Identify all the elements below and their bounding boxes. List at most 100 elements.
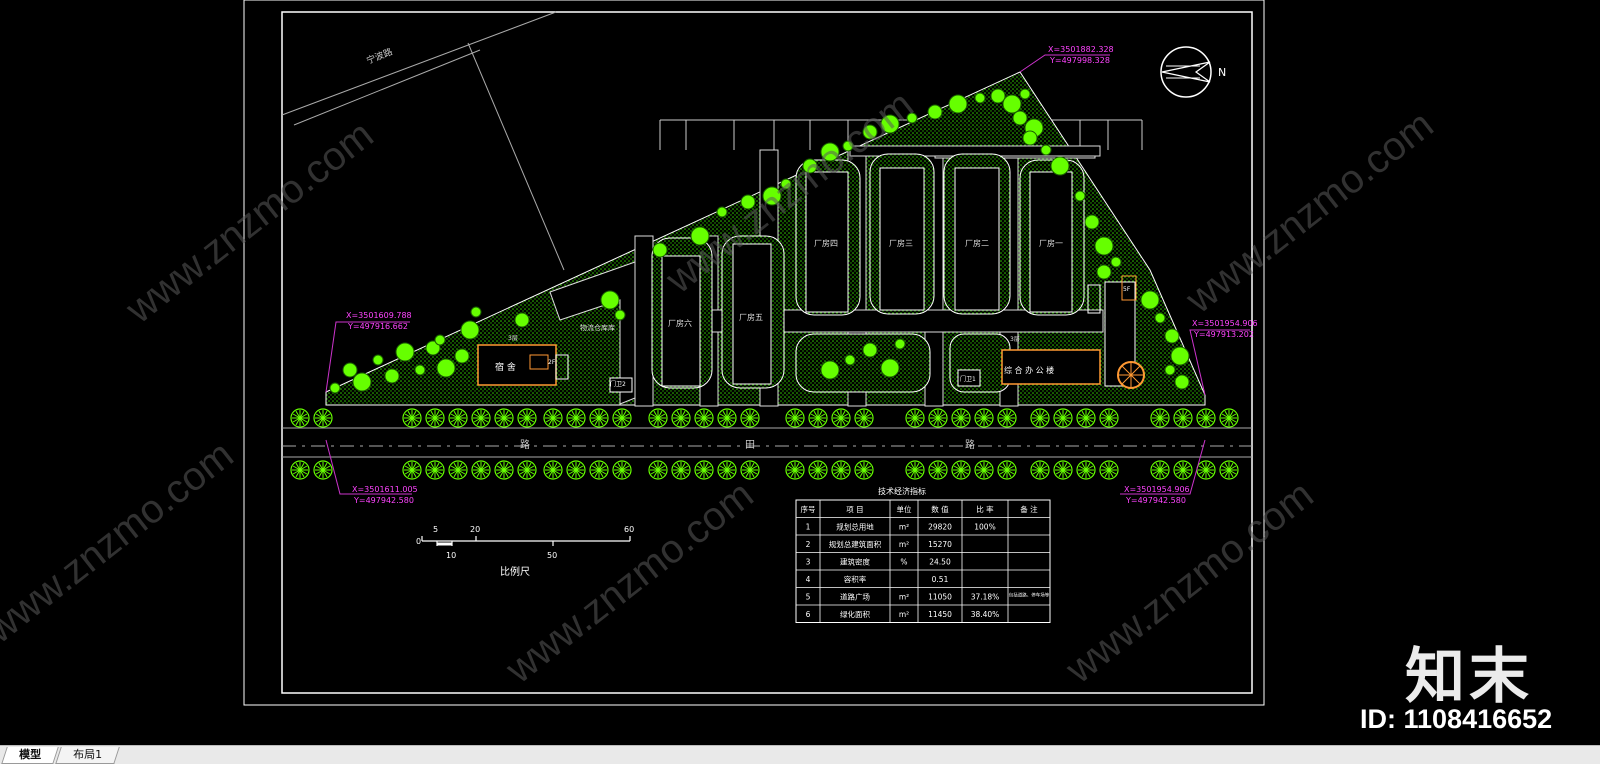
table-cell: 0.51 <box>932 575 949 584</box>
boundary-line <box>281 11 557 116</box>
watermark-logo: 知末 <box>1405 642 1533 712</box>
tree-icon <box>1096 264 1112 280</box>
tab-model[interactable]: 模型 <box>1 747 59 764</box>
tree-icon <box>1164 328 1180 344</box>
tree-icon <box>1019 88 1031 100</box>
table-frame <box>795 499 1051 623</box>
street-tree-icon <box>1150 460 1170 480</box>
tree-icon <box>614 309 626 321</box>
road-name-top: 宁波路 <box>365 46 395 67</box>
table-header-cell: 项 目 <box>846 505 863 514</box>
street-tree-icon <box>905 408 925 428</box>
street-tree-icon <box>694 408 714 428</box>
street-tree-icon <box>785 460 805 480</box>
street-trees <box>290 408 1239 480</box>
dorm-building <box>477 344 569 386</box>
street-tree-icon <box>951 408 971 428</box>
sheet-outer-frame <box>243 0 1265 706</box>
street-tree-icon <box>402 408 422 428</box>
street-tree-icon <box>997 460 1017 480</box>
tree-icon <box>436 358 456 378</box>
street-tree-icon <box>997 408 1017 428</box>
tree-icon <box>1140 290 1160 310</box>
street-tree-icon <box>831 408 851 428</box>
tree-icon <box>1170 346 1190 366</box>
street-tree-icon <box>566 460 586 480</box>
scale-tick-5: 5 <box>433 525 438 534</box>
tree-icon <box>652 242 668 258</box>
tree-icon <box>1154 312 1166 324</box>
table-cell: 建筑密度 <box>840 557 870 567</box>
table-cell: 37.18% <box>971 593 1000 602</box>
coord-top-y: Y=497998.328 <box>1049 56 1110 65</box>
tree-icon <box>454 348 470 364</box>
road-label-1: 路 <box>520 438 530 451</box>
table-cell: 100% <box>974 523 995 532</box>
scale-tick-60: 60 <box>624 525 634 534</box>
factory-buildings <box>661 167 1073 387</box>
street-tree-icon <box>1219 460 1239 480</box>
tree-icon <box>820 360 840 380</box>
tab-layout1-label: 布局1 <box>73 748 103 761</box>
street-tree-icon <box>290 408 310 428</box>
street-tree-icon <box>740 408 760 428</box>
table-title: 技术经济指标 <box>878 486 926 496</box>
factory-4-label: 厂房四 <box>814 238 838 248</box>
tree-icon <box>974 92 986 104</box>
street-tree-icon <box>1076 408 1096 428</box>
street-tree-icon <box>974 408 994 428</box>
scale-bar <box>421 536 631 546</box>
street-tree-icon <box>905 460 925 480</box>
street-tree-icon <box>290 460 310 480</box>
table-cell: 38.40% <box>971 610 1000 619</box>
boundary-line <box>293 49 481 126</box>
table-cell: 24.50 <box>929 558 951 567</box>
tree-icon <box>927 104 943 120</box>
cad-model-viewport[interactable]: 宁波路 <box>0 0 1600 745</box>
dorm-marker: 2F <box>548 359 556 366</box>
tree-icon <box>862 124 878 140</box>
street-tree-icon <box>854 408 874 428</box>
tree-icon <box>906 112 918 124</box>
tab-layout1[interactable]: 布局1 <box>55 747 120 764</box>
street-tree-icon <box>1099 460 1119 480</box>
tree-icon <box>414 364 426 376</box>
scale-tick-10: 10 <box>446 551 456 560</box>
coord-br-y: Y=497942.580 <box>1125 496 1186 505</box>
office-floors-label: 5F <box>1123 286 1131 293</box>
tree-icon <box>434 334 446 346</box>
factory-5-label: 厂房五 <box>739 312 763 322</box>
street-tree-icon <box>717 408 737 428</box>
coord-left-y: Y=497916.662 <box>347 322 408 331</box>
tree-icon <box>372 354 384 366</box>
street-tree-icon <box>1196 408 1216 428</box>
table-cell: m² <box>899 523 909 532</box>
street-tree-icon <box>671 408 691 428</box>
tree-icon <box>740 194 756 210</box>
street-tree-icon <box>543 408 563 428</box>
tree-icon <box>780 178 792 190</box>
street-tree-icon <box>589 460 609 480</box>
street-tree-icon <box>517 460 537 480</box>
street-tree-icon <box>1076 460 1096 480</box>
table-cell: 规划总建筑面积 <box>829 539 882 549</box>
table-cell: 3 <box>806 558 811 567</box>
tree-icon <box>1022 130 1038 146</box>
street-tree-icon <box>740 460 760 480</box>
street-tree-icon <box>831 460 851 480</box>
tree-icon <box>802 158 818 174</box>
street-tree-icon <box>517 408 537 428</box>
table-cell: 容积率 <box>844 574 867 584</box>
sheet-inner-frame <box>281 11 1253 694</box>
tree-icon <box>1040 144 1052 156</box>
north-arrow-icon <box>1160 46 1212 98</box>
north-label: N <box>1218 66 1226 79</box>
office-floors: 3层 <box>1010 336 1020 343</box>
road-label-2: 田 <box>745 440 755 451</box>
street-tree-icon <box>785 408 805 428</box>
tree-icon <box>384 368 400 384</box>
gate-2-box <box>609 377 633 393</box>
tree-icon <box>948 94 968 114</box>
street-tree-icon <box>313 408 333 428</box>
tree-icon <box>990 88 1006 104</box>
